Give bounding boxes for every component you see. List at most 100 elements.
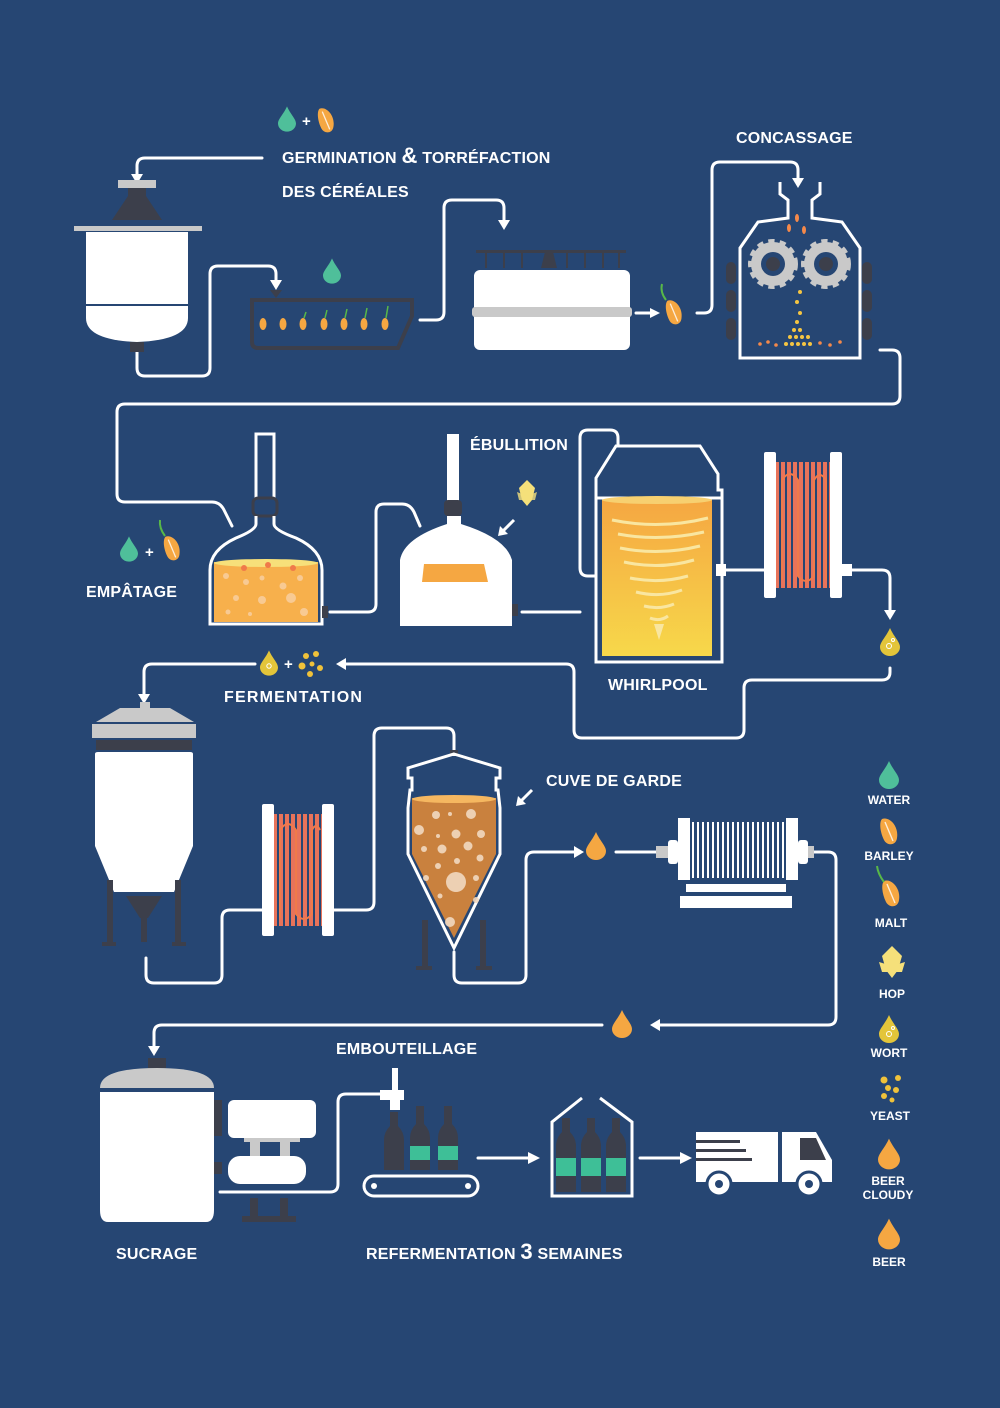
svg-text:WORT: WORT	[871, 1046, 908, 1060]
svg-text:WATER: WATER	[868, 793, 911, 807]
svg-text:HOP: HOP	[879, 987, 905, 1001]
pipe-sucrage-to-filler	[218, 1092, 382, 1194]
bubbles	[414, 809, 485, 927]
steeping-tank	[74, 180, 202, 352]
water-drop-icon	[120, 536, 138, 562]
label-des-cereales: DES CÉRÉALES	[282, 182, 409, 201]
arrowheads	[131, 174, 896, 1164]
bottle-icon	[581, 1118, 601, 1192]
bottle-icon	[556, 1118, 576, 1192]
gear-icon	[801, 239, 851, 289]
hop-cone-icon	[517, 480, 537, 506]
water-drop-icon	[323, 258, 341, 284]
water-drop-icon	[879, 761, 899, 789]
fermenter	[92, 702, 196, 946]
yeast-icon	[880, 1075, 901, 1103]
legend-item-beer: BEER	[872, 1218, 906, 1269]
label-sucrage: SUCRAGE	[116, 1246, 198, 1263]
legend-item-hop: HOP	[879, 946, 905, 1001]
label-cuve-de-garde: CUVE DE GARDE	[546, 773, 682, 790]
beer-cloudy-drop-icon	[878, 1138, 900, 1170]
storage-house	[550, 1096, 634, 1198]
pipe-chiller-to-wort	[850, 568, 892, 614]
wort-drop-icon	[879, 1015, 899, 1043]
mash-tun	[208, 432, 328, 626]
plus-sign: +	[302, 113, 311, 130]
label-ebullition: ÉBULLITION	[470, 435, 568, 454]
empatage-ingredients: +	[120, 519, 181, 562]
svg-text:MALT: MALT	[875, 916, 908, 930]
svg-text:BEER: BEER	[872, 1255, 906, 1269]
malt-grain-icon	[660, 283, 683, 326]
gear-icon	[748, 239, 798, 289]
water-drop-icon	[278, 106, 296, 132]
svg-text:BEER: BEER	[871, 1174, 905, 1188]
pipe-tank-to-beer	[452, 850, 578, 985]
kiln	[472, 250, 632, 350]
fermentation-ingredients: +	[260, 650, 323, 677]
svg-text:BARLEY: BARLEY	[864, 849, 913, 863]
pipe-mash-to-kettle	[328, 502, 422, 614]
label-whirlpool: WHIRLPOOL	[608, 677, 708, 694]
label-concassage: CONCASSAGE	[736, 130, 853, 147]
pipe-to-fermenter	[142, 662, 257, 698]
beer-cloudy-drop-icon	[586, 832, 606, 860]
bottling-line	[362, 1068, 480, 1198]
bottle-icon	[606, 1118, 626, 1192]
legend: WATER BARLEY MALT HOP WORT	[863, 761, 914, 1269]
pump	[228, 1100, 316, 1222]
bottle-icon	[438, 1106, 458, 1170]
malt-grain-icon	[163, 535, 181, 562]
beer-cooler	[262, 804, 334, 936]
beer-filter	[656, 818, 814, 908]
legend-item-wort: WORT	[871, 1015, 908, 1060]
grain-mill	[726, 182, 872, 360]
malt-grain-icon	[881, 879, 901, 908]
bottle-icon	[410, 1106, 430, 1170]
beer-drop-icon	[612, 1010, 632, 1038]
bottle-icon	[384, 1112, 404, 1170]
crushed-grain-pile	[784, 290, 812, 346]
plus-sign: +	[284, 656, 293, 673]
barley-grain-icon	[317, 107, 335, 134]
barley-grain-icon	[879, 817, 899, 846]
pipe-germination-to-steeper	[135, 156, 264, 178]
germination-ingredients: +	[278, 106, 335, 134]
delivery-truck-icon	[696, 1132, 832, 1198]
whirlpool-tank	[594, 444, 726, 664]
label-empatage: EMPÂTAGE	[86, 582, 177, 601]
svg-text:YEAST: YEAST	[870, 1109, 911, 1123]
bubbles	[223, 573, 308, 616]
legend-item-barley: BARLEY	[864, 817, 914, 863]
label-fermentation: FERMENTATION	[224, 689, 363, 706]
pipe-to-sucrage	[152, 1023, 604, 1050]
svg-text:CLOUDY: CLOUDY	[863, 1188, 914, 1202]
sprouting-grains	[259, 318, 389, 330]
pipe-filter-return	[652, 850, 838, 1027]
pipes	[115, 156, 902, 1194]
wort-cooler	[764, 452, 852, 598]
hop-cone-icon	[879, 946, 905, 978]
wort-drop-icon	[880, 628, 900, 656]
legend-item-beer-cloudy: BEER CLOUDY	[863, 1138, 914, 1202]
brew-kettle	[400, 434, 518, 626]
pipe-malt-to-mill	[695, 160, 800, 315]
pipe-cooler-to-tank	[332, 726, 456, 912]
legend-item-malt: MALT	[875, 865, 908, 930]
pipe-fermenter-to-cooler	[144, 908, 266, 985]
yeast-icon	[298, 651, 323, 677]
pipe-mill-to-mash	[115, 348, 902, 528]
wort-drop-icon	[260, 650, 278, 676]
priming-tank	[100, 1058, 222, 1222]
pipe-germinator-to-kiln	[418, 198, 506, 322]
label-refermentation: REFERMENTATION 3 SEMAINES	[366, 1239, 623, 1264]
germination-trough	[250, 258, 414, 350]
pipe-whirlpool-return	[578, 428, 620, 578]
pipe-steeper-to-germinator	[135, 264, 278, 378]
pipe-wort-to-fermentation	[344, 662, 892, 740]
label-embouteillage: EMBOUTEILLAGE	[336, 1041, 477, 1058]
legend-item-yeast: YEAST	[870, 1075, 911, 1123]
vortex	[611, 516, 709, 622]
